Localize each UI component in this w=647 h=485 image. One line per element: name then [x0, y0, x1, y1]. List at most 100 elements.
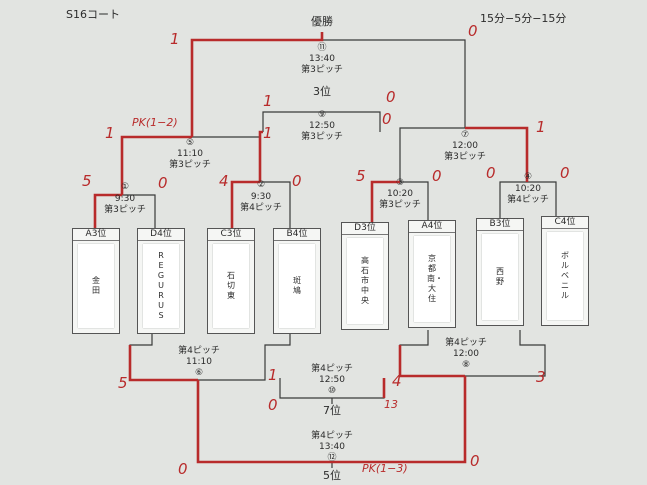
m1-pitch: 第3ピッチ — [104, 205, 146, 215]
third-title: 3位 — [313, 85, 331, 98]
cons-left-win — [128, 345, 198, 382]
team-name: 金田 — [92, 276, 100, 295]
sf-right-score-left: 0 — [382, 110, 392, 128]
team-card: 京都南・大住 — [414, 236, 450, 322]
sf-right-win — [465, 126, 529, 182]
sf-right-time: 12:00 — [452, 141, 478, 151]
seventh-time: 12:50 — [319, 375, 345, 385]
sf-right-num: ⑦ — [460, 130, 470, 140]
third-bracket — [262, 111, 381, 132]
third-num: ⑨ — [317, 110, 327, 120]
team-card: ボルベニル — [547, 232, 583, 320]
team-card: REGURUS — [143, 244, 179, 328]
final-time: 13:40 — [309, 54, 335, 64]
m1-num: ① — [120, 182, 130, 192]
cons-right-win — [398, 345, 465, 378]
team-seed: C4位 — [542, 217, 588, 229]
team-seed: C3位 — [208, 229, 254, 241]
cons-left-num: ⑥ — [194, 368, 204, 378]
fifth-pk: PK(1−3) — [362, 462, 408, 475]
m2-pitch: 第4ピッチ — [240, 203, 282, 213]
cons-right-score-left: 4 — [392, 372, 402, 390]
cons-right-bracket — [399, 330, 546, 377]
m4-pitch: 第4ピッチ — [507, 195, 549, 205]
team-seed: B3位 — [477, 219, 523, 231]
cons-left-score-left: 5 — [118, 374, 128, 392]
third-pitch: 第3ピッチ — [301, 132, 343, 142]
m4-num: ④ — [523, 172, 533, 182]
fifth-win-a — [196, 380, 332, 464]
m1-score-right: 0 — [158, 174, 168, 192]
m3-score-right: 0 — [432, 167, 442, 185]
m4-score-right: 0 — [560, 164, 570, 182]
fifth-title: 5位 — [323, 469, 341, 482]
team-name: 京都南・大住 — [427, 254, 443, 303]
team-box: A4位 京都南・大住 — [408, 220, 456, 328]
m3-time: 10:20 — [387, 189, 413, 199]
fifth-num: ⑫ — [327, 453, 337, 463]
third-score-left: 1 — [263, 92, 273, 110]
m3-score-left: 5 — [356, 167, 366, 185]
team-card: 斑鳩 — [279, 244, 315, 328]
third-score-right: 0 — [386, 88, 396, 106]
team-box: A3位 金田 — [72, 228, 120, 334]
sf-left-pitch: 第3ピッチ — [169, 160, 211, 170]
sf-left-time: 11:10 — [177, 149, 203, 159]
team-box: D4位 REGURUS — [137, 228, 185, 334]
cons-right-time: 12:00 — [453, 349, 479, 359]
team-name: REGURUS — [157, 251, 165, 320]
format-label: 15分−5分−15分 — [480, 12, 567, 25]
third-time: 12:50 — [309, 121, 335, 131]
team-card: 高石市中央 — [347, 238, 383, 324]
final-score-right: 0 — [468, 22, 478, 40]
final-title: 優勝 — [311, 15, 333, 28]
seventh-pitch: 第4ピッチ — [311, 364, 353, 374]
team-card: 西野 — [482, 234, 518, 320]
team-box: B3位 西野 — [476, 218, 524, 326]
seventh-title: 7位 — [323, 404, 341, 417]
team-name: 石切東 — [227, 271, 235, 300]
final-num: ⑪ — [317, 43, 327, 53]
team-seed: B4位 — [274, 229, 320, 241]
team-card: 金田 — [78, 244, 114, 328]
final-win — [190, 32, 324, 137]
fifth-pitch: 第4ピッチ — [311, 431, 353, 441]
m2-win — [230, 180, 260, 228]
winner-lines — [93, 32, 529, 464]
sf-left-win-a — [120, 135, 192, 195]
cons-left-pitch: 第4ピッチ — [178, 346, 220, 356]
m3-win — [370, 180, 400, 228]
team-box: B4位 斑鳩 — [273, 228, 321, 334]
seventh-score-right: 13 — [384, 398, 398, 411]
sf-left-loser — [258, 130, 263, 182]
team-seed: D4位 — [138, 229, 184, 241]
m2-score-right: 0 — [292, 172, 302, 190]
team-seed: A3位 — [73, 229, 119, 241]
sf-left-num: ⑤ — [185, 138, 195, 148]
m4-score-left: 0 — [486, 164, 496, 182]
m2-score-left: 4 — [219, 172, 229, 190]
seventh-num: ⑩ — [327, 386, 337, 396]
team-box: D3位 高石市中央 — [341, 222, 389, 330]
sf-left-score-left: 1 — [105, 124, 115, 142]
sf-right-pitch: 第3ピッチ — [444, 152, 486, 162]
team-name: 高石市中央 — [361, 256, 369, 305]
sf-left-score-right: 1 — [263, 124, 273, 142]
final-pitch: 第3ピッチ — [301, 65, 343, 75]
fifth-win-b — [332, 376, 467, 464]
team-name: 西野 — [496, 267, 504, 286]
cons-left-time: 11:10 — [186, 357, 212, 367]
cons-right-score-right: 3 — [536, 368, 546, 386]
fifth-score-right: 0 — [470, 452, 480, 470]
team-name: ボルベニル — [561, 251, 569, 300]
m4-time: 10:20 — [515, 184, 541, 194]
fifth-time: 13:40 — [319, 442, 345, 452]
court-title: S16コート — [66, 8, 120, 21]
team-name: 斑鳩 — [293, 276, 301, 295]
cons-left-score-right: 1 — [268, 366, 278, 384]
m3-pitch: 第3ピッチ — [379, 200, 421, 210]
cons-right-num: ⑧ — [461, 360, 471, 370]
final-score-left: 1 — [170, 30, 180, 48]
sf-right-score-right: 1 — [536, 118, 546, 136]
